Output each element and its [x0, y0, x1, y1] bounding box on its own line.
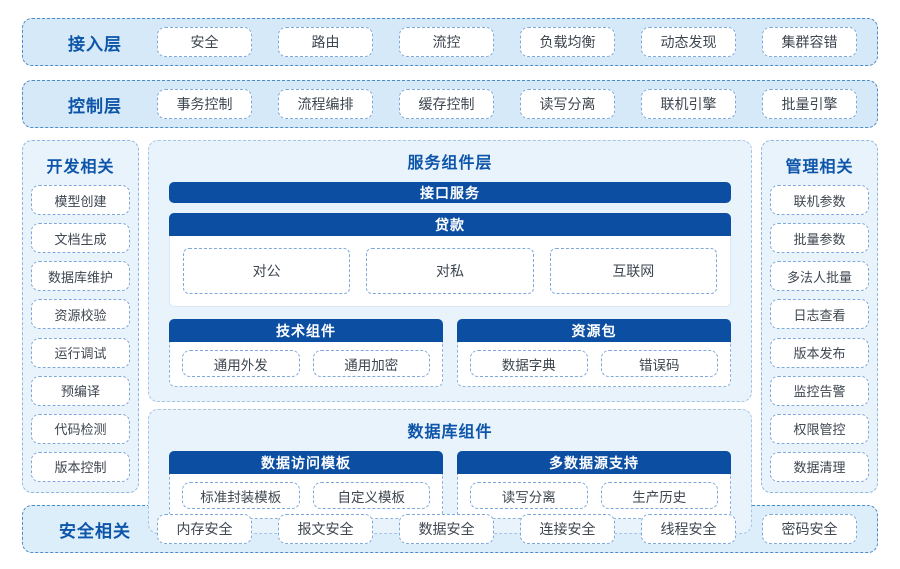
mgmt-sidebar: 管理相关 联机参数批量参数多法人批量日志查看版本发布监控告警权限管控数据清理 [761, 140, 878, 493]
mgmt-sidebar-item: 监控告警 [770, 375, 869, 406]
datasource-group-header: 多数据源支持 [457, 451, 731, 474]
multi-datasource-group: 多数据源支持 读写分离生产历史 [457, 451, 731, 519]
loan-group: 贷款 对公对私互联网 [169, 213, 731, 307]
resource-group-header: 资源包 [457, 319, 731, 342]
security-layer-item: 线程安全 [641, 514, 736, 544]
access-layer-item: 动态发现 [641, 27, 736, 57]
access-layer-item: 安全 [157, 27, 252, 57]
mgmt-sidebar-item: 权限管控 [770, 413, 869, 444]
dev-sidebar-item: 版本控制 [31, 451, 130, 482]
template-group-item: 自定义模板 [312, 482, 430, 509]
middle-section: 开发相关 模型创建文档生成数据库维护资源校验运行调试预编译代码检测版本控制 服务… [22, 140, 878, 534]
control-layer-item: 批量引擎 [762, 89, 857, 119]
service-components-panel: 服务组件层 接口服务 贷款 对公对私互联网 技术组件 通用外发通用加密 资源包 … [148, 140, 752, 402]
security-layer-label: 安全相关 [59, 521, 131, 542]
dev-sidebar-item: 数据库维护 [31, 261, 130, 292]
access-layer-item: 路由 [278, 27, 373, 57]
security-layer-item: 连接安全 [520, 514, 615, 544]
mgmt-sidebar-item: 批量参数 [770, 223, 869, 254]
security-layer-items: 内存安全报文安全数据安全连接安全线程安全密码安全 [153, 514, 861, 544]
control-layer-item: 联机引擎 [641, 89, 736, 119]
datasource-group-item: 生产历史 [600, 482, 718, 509]
mgmt-sidebar-item: 日志查看 [770, 299, 869, 330]
mgmt-sidebar-item: 数据清理 [770, 451, 869, 482]
service-groups-row: 技术组件 通用外发通用加密 资源包 数据字典错误码 [169, 319, 731, 387]
control-layer-items: 事务控制流程编排缓存控制读写分离联机引擎批量引擎 [153, 89, 861, 119]
access-layer-item: 流控 [399, 27, 494, 57]
security-layer-item: 数据安全 [399, 514, 494, 544]
mgmt-sidebar-items: 联机参数批量参数多法人批量日志查看版本发布监控告警权限管控数据清理 [770, 185, 869, 482]
security-layer-item: 报文安全 [278, 514, 373, 544]
template-group-item: 标准封装模板 [182, 482, 300, 509]
loan-group-header: 贷款 [169, 213, 731, 236]
dev-sidebar-item: 文档生成 [31, 223, 130, 254]
tech-group-header: 技术组件 [169, 319, 443, 342]
access-layer-label: 接入层 [68, 34, 122, 55]
resource-group-item: 错误码 [600, 350, 718, 377]
access-layer-band: 接入层 安全路由流控负载均衡动态发现集群容错 [22, 18, 878, 66]
control-layer-item: 流程编排 [278, 89, 373, 119]
data-access-template-group: 数据访问模板 标准封装模板自定义模板 [169, 451, 443, 519]
tech-group-item: 通用外发 [182, 350, 300, 377]
dev-sidebar-item: 代码检测 [31, 413, 130, 444]
tech-group-item: 通用加密 [312, 350, 430, 377]
mgmt-sidebar-title: 管理相关 [785, 157, 854, 176]
datasource-group-item: 读写分离 [470, 482, 588, 509]
loan-item: 对公 [183, 248, 351, 294]
mgmt-sidebar-item: 版本发布 [770, 337, 869, 368]
resource-group-body: 数据字典错误码 [457, 342, 731, 387]
control-layer-item: 缓存控制 [399, 89, 494, 119]
access-layer-item: 集群容错 [762, 27, 857, 57]
interface-service-bar: 接口服务 [169, 182, 731, 203]
template-group-body: 标准封装模板自定义模板 [169, 474, 443, 519]
db-groups-row: 数据访问模板 标准封装模板自定义模板 多数据源支持 读写分离生产历史 [169, 451, 731, 519]
tech-components-group: 技术组件 通用外发通用加密 [169, 319, 443, 387]
datasource-group-body: 读写分离生产历史 [457, 474, 731, 519]
control-layer-band: 控制层 事务控制流程编排缓存控制读写分离联机引擎批量引擎 [22, 80, 878, 128]
resource-group-item: 数据字典 [470, 350, 588, 377]
mgmt-sidebar-item: 多法人批量 [770, 261, 869, 292]
database-components-panel: 数据库组件 数据访问模板 标准封装模板自定义模板 多数据源支持 读写分离生产历史 [148, 409, 752, 534]
tech-group-body: 通用外发通用加密 [169, 342, 443, 387]
db-panel-title: 数据库组件 [407, 422, 493, 441]
dev-sidebar-item: 预编译 [31, 375, 130, 406]
dev-sidebar-items: 模型创建文档生成数据库维护资源校验运行调试预编译代码检测版本控制 [31, 185, 130, 482]
dev-sidebar-item: 运行调试 [31, 337, 130, 368]
loan-item: 对私 [366, 248, 534, 294]
resource-package-group: 资源包 数据字典错误码 [457, 319, 731, 387]
control-layer-item: 事务控制 [157, 89, 252, 119]
mgmt-sidebar-item: 联机参数 [770, 185, 869, 215]
dev-sidebar-item: 模型创建 [31, 185, 130, 215]
template-group-header: 数据访问模板 [169, 451, 443, 474]
access-layer-item: 负载均衡 [520, 27, 615, 57]
control-layer-label: 控制层 [68, 96, 122, 117]
center-column: 服务组件层 接口服务 贷款 对公对私互联网 技术组件 通用外发通用加密 资源包 … [148, 140, 752, 534]
security-layer-item: 密码安全 [762, 514, 857, 544]
loan-group-body: 对公对私互联网 [169, 236, 731, 307]
service-panel-title: 服务组件层 [407, 153, 493, 172]
security-layer-item: 内存安全 [157, 514, 252, 544]
access-layer-items: 安全路由流控负载均衡动态发现集群容错 [153, 27, 861, 57]
control-layer-item: 读写分离 [520, 89, 615, 119]
dev-sidebar-item: 资源校验 [31, 299, 130, 330]
dev-sidebar: 开发相关 模型创建文档生成数据库维护资源校验运行调试预编译代码检测版本控制 [22, 140, 139, 493]
dev-sidebar-title: 开发相关 [46, 157, 115, 176]
loan-item: 互联网 [549, 248, 717, 294]
